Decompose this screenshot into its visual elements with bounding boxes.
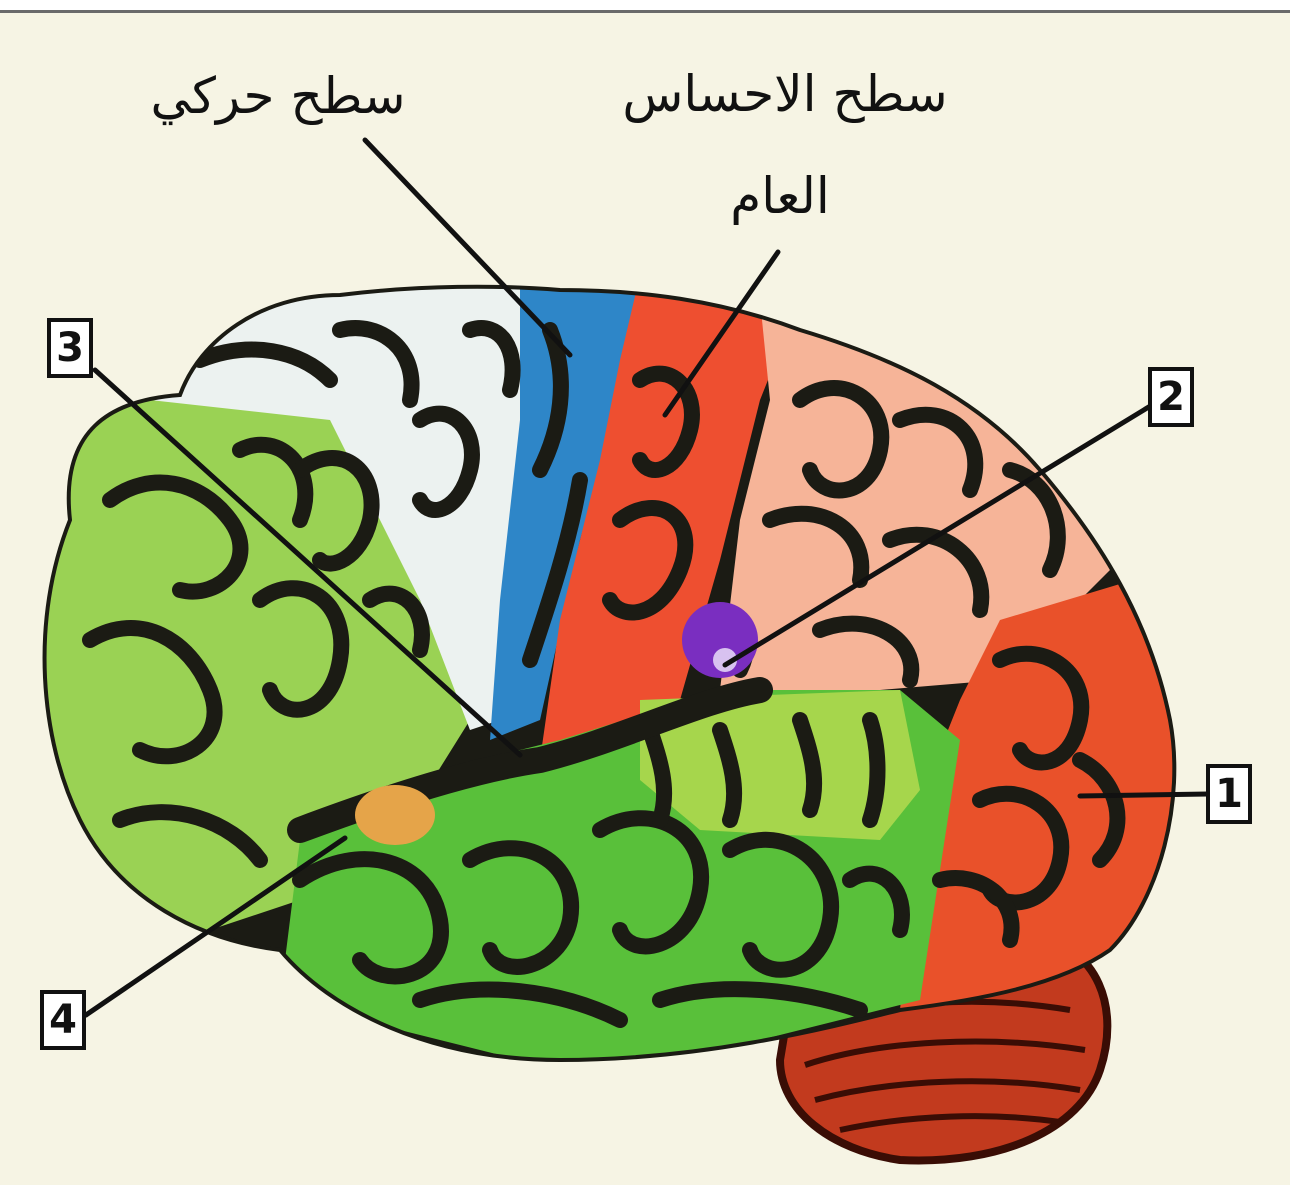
number-box-1: 1 <box>1206 764 1252 824</box>
number-box-4: 4 <box>40 990 86 1050</box>
label-sensory-area-line2: العام <box>700 168 860 226</box>
number-box-2: 2 <box>1148 367 1194 427</box>
label-sensory-area-line1: سطح الاحساس <box>575 66 995 124</box>
label-motor-area: سطح حركي <box>118 68 438 126</box>
orange-spot <box>355 785 435 845</box>
leader-line-1 <box>1080 794 1208 796</box>
number-box-3: 3 <box>47 318 93 378</box>
